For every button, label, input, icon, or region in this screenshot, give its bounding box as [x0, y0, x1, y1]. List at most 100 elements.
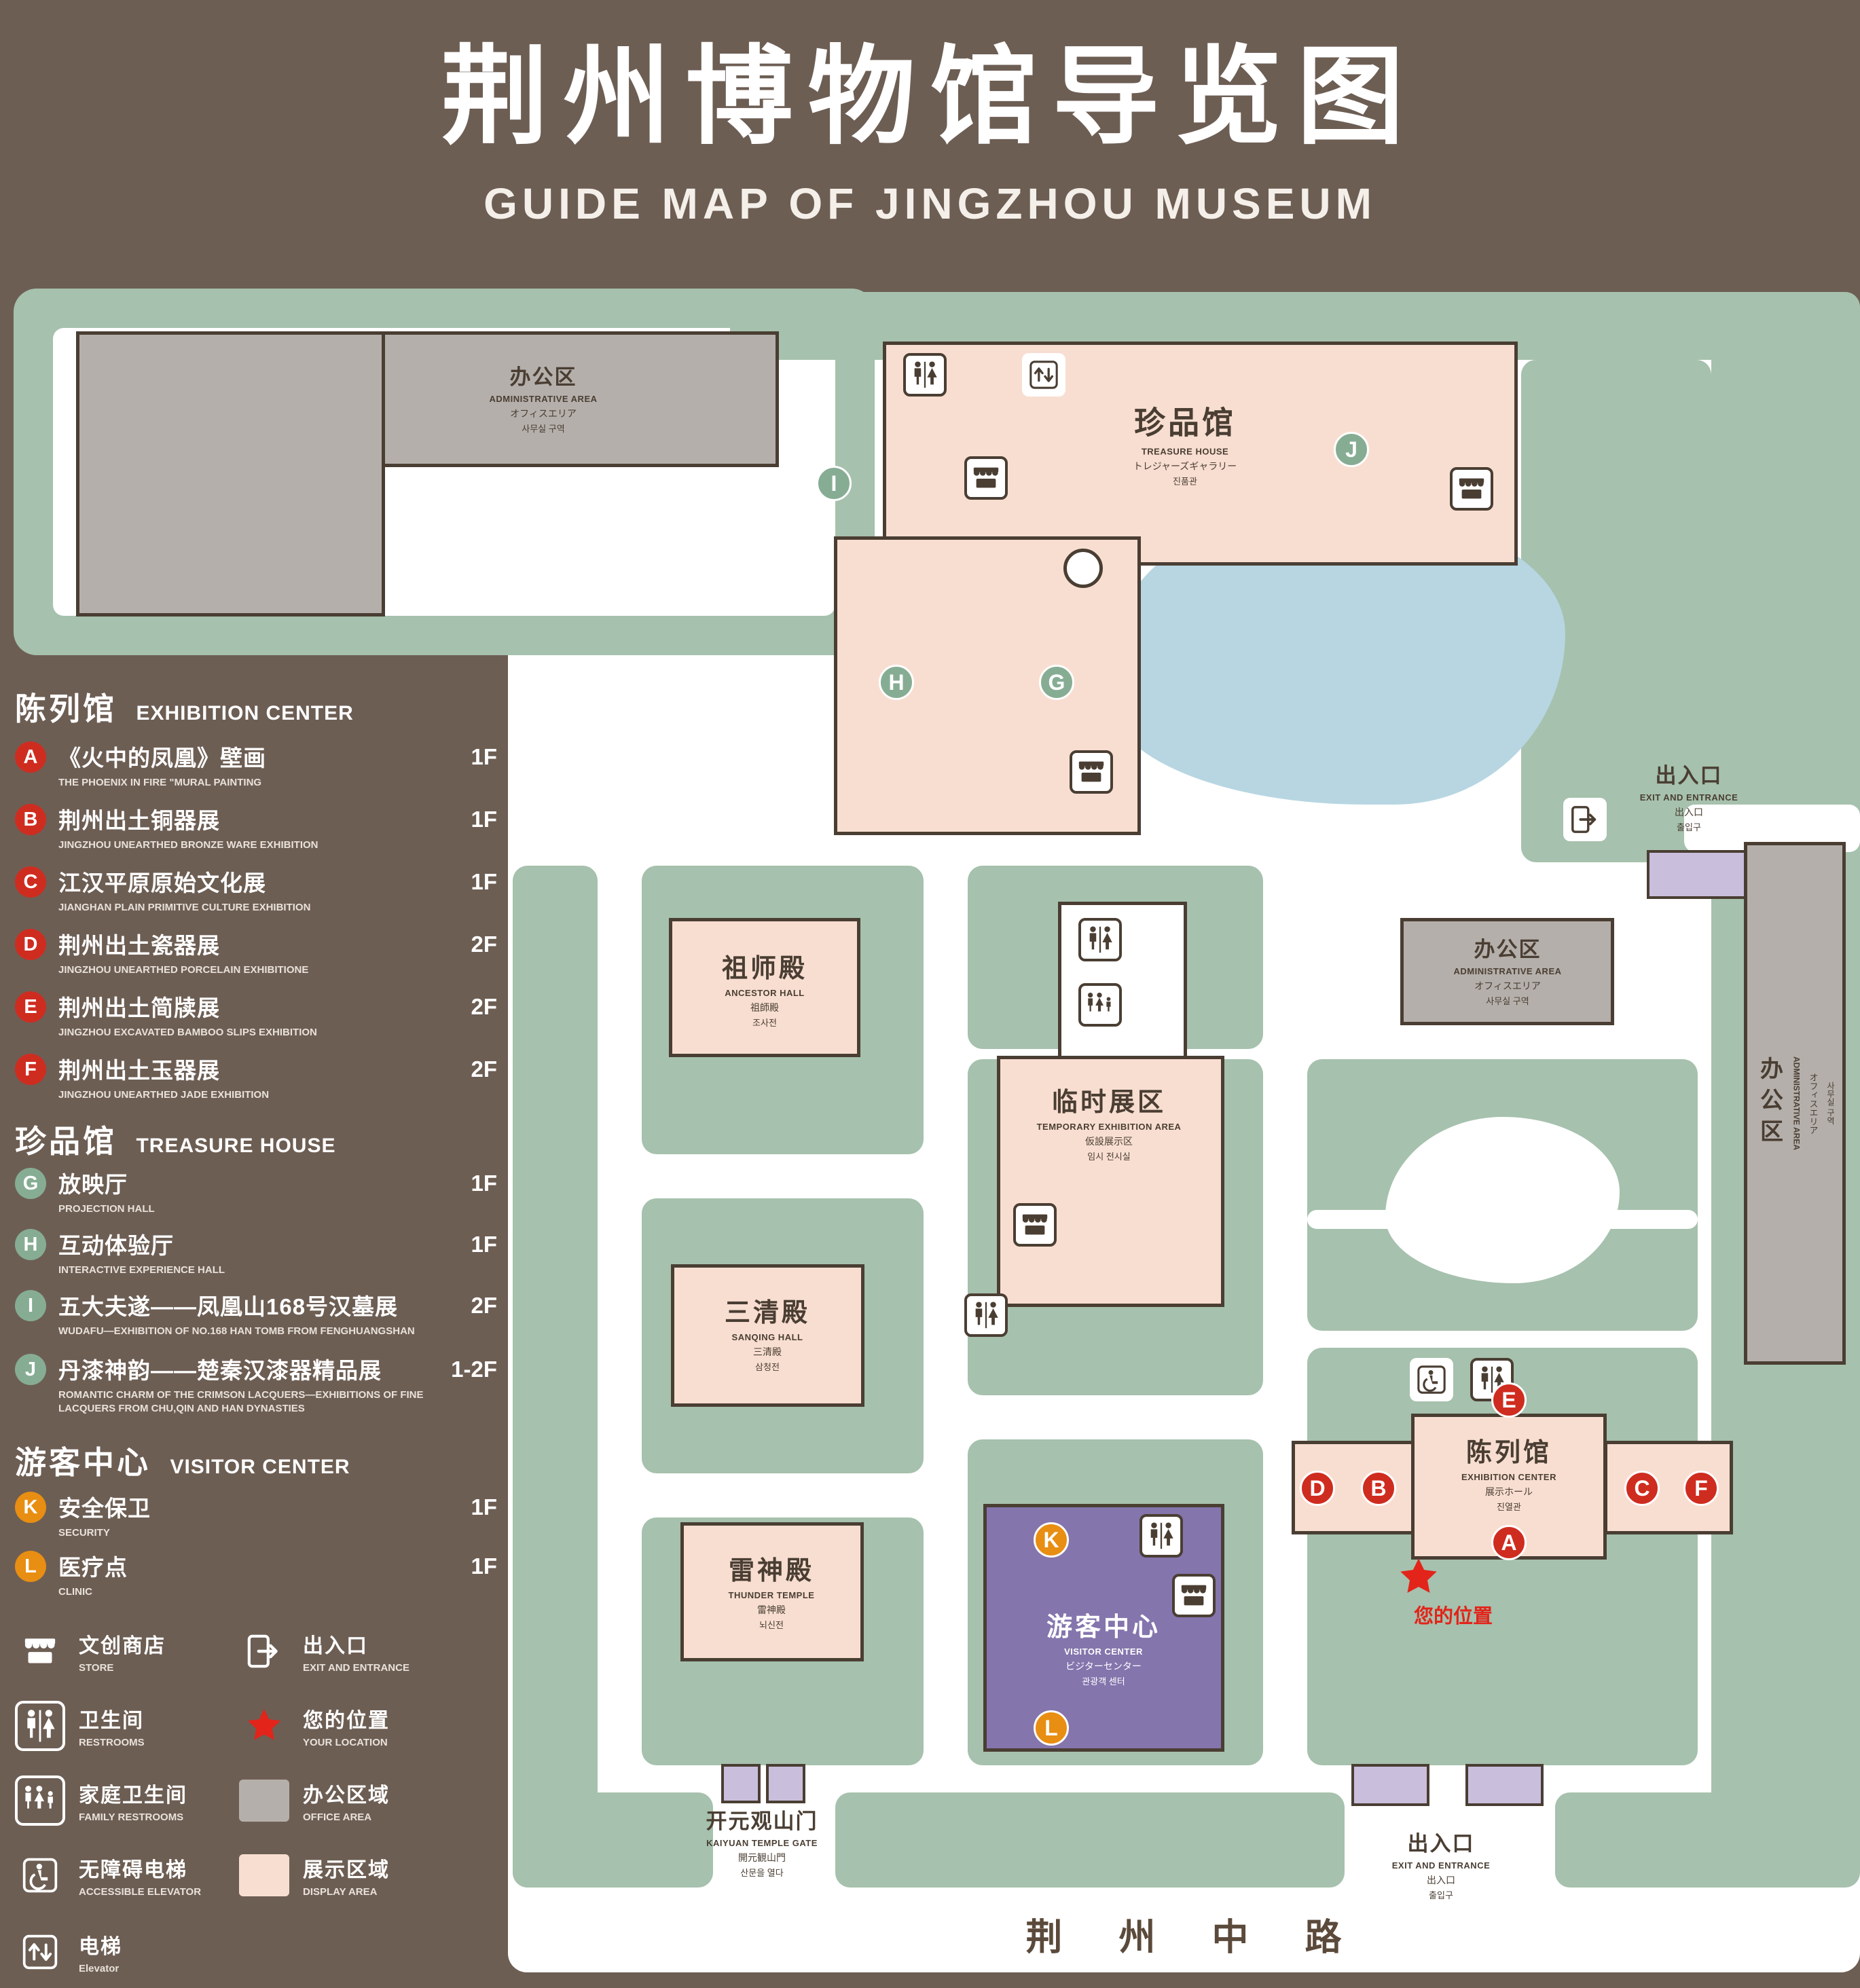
building-visitor-center — [983, 1504, 1224, 1752]
restroom-icon — [1139, 1514, 1183, 1558]
restroom-icon — [903, 353, 947, 397]
building-admin-side — [1744, 842, 1846, 1365]
entrance-building — [1351, 1764, 1429, 1806]
marker-badge: D — [15, 929, 46, 960]
legend-symbol-display-area: 展示区域 DISPLAY AREA — [239, 1850, 390, 1900]
label-visitor-center: 游客中心 VISITOR CENTER ビジターセンター 관광객 센터 — [1046, 1613, 1161, 1687]
label-exit-right: 出入口 EXIT AND ENTRANCE 出入口 출입구 — [1639, 764, 1738, 832]
legend-symbol-your-location: 您的位置 YOUR LOCATION — [239, 1701, 390, 1751]
building-temporary-exhibition — [997, 1056, 1224, 1307]
label-kaiyuan-gate: 开元观山门 KAIYUAN TEMPLE GATE 開元観山門 산문을 열다 — [706, 1809, 818, 1878]
family-restroom-icon — [15, 1775, 65, 1826]
legend-item-j: J 丹漆神韵——楚秦汉漆器精品展 ROMANTIC CHARM OF THE C… — [15, 1352, 503, 1415]
elevator-icon — [15, 1927, 65, 1977]
label-treasure-house: 珍品馆 TREASURE HOUSE トレジャーズギャラリー 진품관 — [1133, 405, 1237, 487]
green-area — [513, 866, 598, 1888]
gate-building — [766, 1764, 805, 1803]
label-exhibition-center: 陈列馆 EXHIBITION CENTER 展示ホール 진열관 — [1461, 1439, 1556, 1512]
store-icon — [964, 456, 1008, 500]
building-admin-top-wing — [76, 331, 385, 616]
location-star-icon — [239, 1701, 289, 1751]
building-thunder-temple — [680, 1522, 864, 1661]
map-marker-e: E — [1491, 1382, 1527, 1418]
restroom-icon — [1078, 918, 1122, 961]
green-area — [835, 1792, 1345, 1888]
section-title-zh: 陈列馆 — [15, 691, 117, 726]
legend-symbol-office-area: 办公区域 OFFICE AREA — [239, 1775, 390, 1826]
header: 荆州博物馆导览图 GUIDE MAP OF JINGZHOU MUSEUM — [0, 0, 1860, 229]
legend-item-a: A 《火中的凤凰》壁画 THE PHOENIX IN FIRE "MURAL P… — [15, 740, 503, 790]
marker-badge: J — [15, 1354, 46, 1385]
label-admin-top: 办公区 ADMINISTRATIVE AREA オフィスエリア 사무실 구역 — [489, 365, 598, 434]
page-title: 荆州博物馆导览图 — [441, 37, 1419, 157]
display-area-swatch — [239, 1850, 289, 1900]
building-entrance-right — [1647, 850, 1761, 899]
marker-badge: L — [15, 1551, 46, 1582]
map-marker-h: H — [879, 665, 914, 700]
label-temporary-exhibition: 临时展区 TEMPORARY EXHIBITION AREA 仮設展示区 임시 … — [1036, 1088, 1182, 1162]
map-marker-f: F — [1683, 1471, 1719, 1506]
marker-badge: G — [15, 1168, 46, 1199]
legend-item-h: H 互动体验厅 INTERACTIVE EXPERIENCE HALL 1F — [15, 1228, 503, 1277]
marker-badge: H — [15, 1229, 46, 1260]
map-marker-g: G — [1039, 665, 1074, 700]
store-icon — [15, 1626, 65, 1676]
legend-item-c: C 江汉平原原始文化展 JIANGHAN PLAIN PRIMITIVE CUL… — [15, 865, 503, 915]
legend-item-l: L 医疗点 CLINIC 1F — [15, 1549, 503, 1599]
store-icon — [1172, 1574, 1216, 1617]
legend-item-b: B 荆州出土铜器展 JINGZHOU UNEARTHED BRONZE WARE… — [15, 803, 503, 852]
map-marker-a: A — [1491, 1525, 1527, 1560]
building-sanqing-hall — [671, 1264, 864, 1407]
map-marker-k: K — [1034, 1522, 1069, 1558]
map-marker-d: D — [1300, 1471, 1335, 1506]
marker-badge: K — [15, 1492, 46, 1523]
store-icon — [1070, 750, 1113, 794]
page-subtitle: GUIDE MAP OF JINGZHOU MUSEUM — [484, 179, 1376, 228]
map-marker-j: J — [1334, 432, 1369, 467]
store-icon — [1013, 1203, 1057, 1247]
legend-item-i: I 五大夫遂——凤凰山168号汉墓展 WUDAFU—EXHIBITION OF … — [15, 1289, 503, 1338]
building-ancestor-hall — [669, 918, 860, 1057]
your-location-star-icon — [1398, 1556, 1440, 1598]
marker-badge: B — [15, 804, 46, 835]
marker-badge: F — [15, 1054, 46, 1085]
label-sanqing-hall: 三清殿 SANQING HALL 三清殿 삼청전 — [724, 1299, 811, 1372]
label-exit-bottom: 出入口 EXIT AND ENTRANCE 出入口 출입구 — [1391, 1832, 1491, 1900]
map-marker-b: B — [1361, 1471, 1396, 1506]
green-area — [1555, 1792, 1857, 1888]
elevator-icon — [1022, 353, 1065, 397]
exit-icon — [1563, 798, 1607, 841]
legend-symbol-restrooms: 卫生间 RESTROOMS — [15, 1701, 145, 1751]
legend-section-exhibition-center: 陈列馆 EXHIBITION CENTER — [15, 684, 354, 729]
building-restrooms — [1058, 902, 1187, 1068]
legend-symbol-elevator: 电梯 Elevator — [15, 1927, 122, 1977]
gate-building — [721, 1764, 761, 1803]
store-icon — [1450, 467, 1493, 511]
building-admin-right — [1400, 918, 1614, 1025]
label-ancestor-hall: 祖师殿 ANCESTOR HALL 祖師殿 조사전 — [721, 955, 808, 1028]
legend-symbol-accessible-elevator: 无障碍电梯 ACCESSIBLE ELEVATOR — [15, 1850, 201, 1900]
legend-item-d: D 荆州出土瓷器展 JINGZHOU UNEARTHED PORCELAIN E… — [15, 927, 503, 977]
section-title-en: EXHIBITION CENTER — [136, 702, 354, 724]
accessible-elevator-icon — [1410, 1358, 1453, 1401]
entrance-building — [1465, 1764, 1544, 1806]
legend-symbol-exit: 出入口 EXIT AND ENTRANCE — [239, 1626, 409, 1676]
section-title-en: VISITOR CENTER — [170, 1456, 350, 1478]
map-marker-l: L — [1034, 1710, 1069, 1746]
green-area — [513, 1792, 713, 1888]
marker-badge: I — [15, 1290, 46, 1321]
building-treasure-house — [883, 342, 1518, 566]
section-title-zh: 珍品馆 — [15, 1124, 117, 1159]
legend-item-f: F 荆州出土玉器展 JINGZHOU UNEARTHED JADE EXHIBI… — [15, 1052, 503, 1102]
marker-badge: E — [15, 991, 46, 1023]
legend-item-k: K 安全保卫 SECURITY 1F — [15, 1490, 503, 1540]
legend-section-visitor-center: 游客中心 VISITOR CENTER — [15, 1438, 350, 1483]
marker-badge: C — [15, 866, 46, 898]
your-location-label: 您的位置 — [1413, 1606, 1493, 1627]
road-label: 荆 州 中 路 — [1025, 1917, 1365, 1958]
restroom-icon — [964, 1293, 1008, 1337]
legend-item-g: G 放映厅 PROJECTION HALL 1F — [15, 1166, 503, 1216]
garden-pond-path — [1385, 1117, 1620, 1283]
label-admin-right: 办公区 ADMINISTRATIVE AREA オフィスエリア 사무실 구역 — [1453, 938, 1562, 1006]
